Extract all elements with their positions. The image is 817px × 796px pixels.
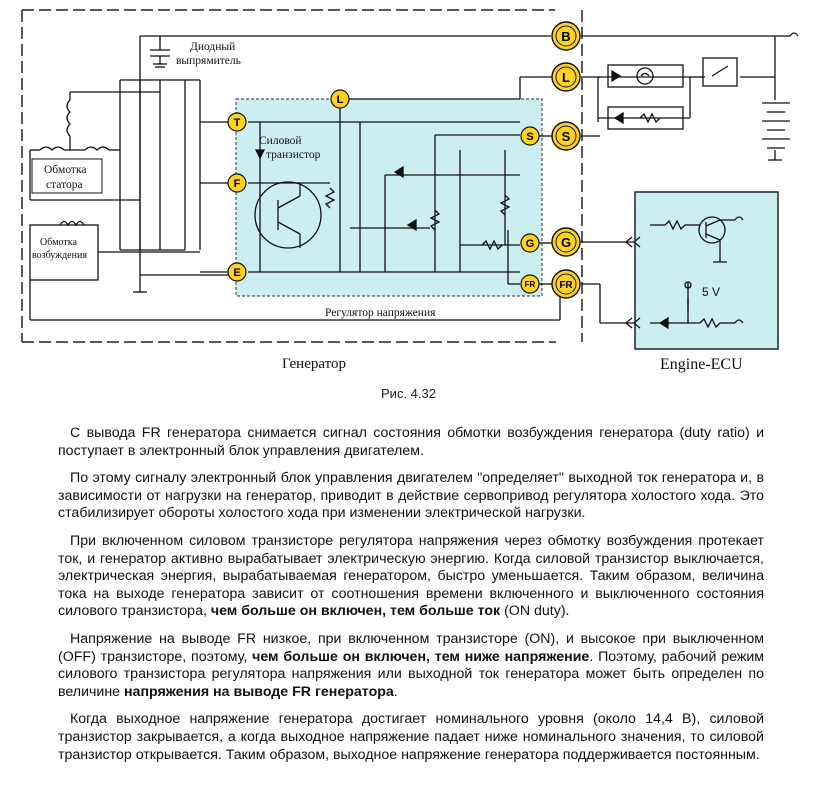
terminal-s-out-label: S: [562, 129, 571, 144]
stator-winding-label-line1: Обмотка: [44, 164, 86, 176]
text-run: При включенном силовом транзисторе регул…: [58, 532, 764, 620]
terminal-f-label: F: [234, 178, 241, 190]
voltage-regulator-label: Регулятор напряжения: [325, 307, 436, 319]
paragraph-5: Когда выходное напряжение генератора дос…: [58, 711, 764, 764]
text-run: Когда выходное напряжение генератора дос…: [58, 711, 764, 763]
voltage-regulator-block: [235, 98, 543, 297]
generator-label: Генератор: [282, 356, 346, 372]
alternator-circuit-diagram: T F E L S G FR B L S G FR: [21, 9, 799, 373]
five-volt-label: 5 V: [702, 285, 720, 299]
text-run: По этому сигналу электронный блок управл…: [58, 470, 764, 522]
terminal-l-out-label: L: [562, 70, 570, 85]
generator-outline: [21, 9, 583, 343]
power-transistor-label-line2: транзистор: [266, 149, 321, 161]
ecu-connectors: [624, 236, 641, 329]
terminal-t-label: T: [234, 117, 241, 129]
terminal-fr-out-label: FR: [559, 280, 573, 291]
text-run: Напряжение на выводе FR низкое, при вклю…: [58, 630, 764, 665]
bold-text: чем больше он включен, тем ниже напряжен…: [252, 648, 590, 665]
terminal-links: [349, 76, 552, 285]
text-run: (ON duty).: [500, 603, 570, 620]
terminal-g-in-label: G: [526, 238, 535, 250]
diode-rectifier-label-line2: выпрямитель: [176, 55, 241, 67]
text-run: . Поэтому, рабочий режим силового транзи…: [58, 648, 764, 700]
field-winding-label-line1: Обмотка: [40, 237, 77, 248]
paragraph-2: По этому сигналу электронный блок управл…: [58, 470, 764, 523]
terminal-l-in-label: L: [337, 94, 344, 106]
text-run: С вывода FR генератора снимается сигнал …: [58, 425, 764, 459]
power-transistor-label-line1: Силовой: [259, 135, 302, 147]
figure-caption: Рис. 4.32: [381, 386, 436, 401]
paragraph-3: При включенном силовом транзисторе регул…: [58, 533, 764, 621]
field-winding-label-line2: возбуждения: [32, 250, 87, 261]
article-body: С вывода FR генератора снимается сигнал …: [58, 425, 764, 774]
generator-terminals: B L S G FR: [551, 21, 581, 299]
terminal-s-in-label: S: [526, 131, 533, 143]
terminal-e-label: E: [233, 267, 240, 279]
bold-text: напряжения на выводе FR генератора: [123, 683, 394, 700]
terminal-b-label: B: [561, 29, 570, 44]
bold-text: чем больше он включен, тем больше ток: [210, 603, 501, 620]
diode-rectifier-label-line1: Диодный: [190, 41, 235, 53]
paragraph-4: Напряжение на выводе FR низкое, при вклю…: [58, 631, 764, 701]
text-run: .: [393, 683, 398, 700]
stator-winding-label-line2: статора: [46, 179, 83, 191]
engine-ecu-label: Engine-ECU: [660, 356, 743, 373]
terminal-g-out-label: G: [561, 235, 571, 250]
paragraph-1: С вывода FR генератора снимается сигнал …: [58, 425, 764, 460]
wiring: [29, 32, 799, 330]
terminal-fr-in-label: FR: [525, 280, 536, 289]
